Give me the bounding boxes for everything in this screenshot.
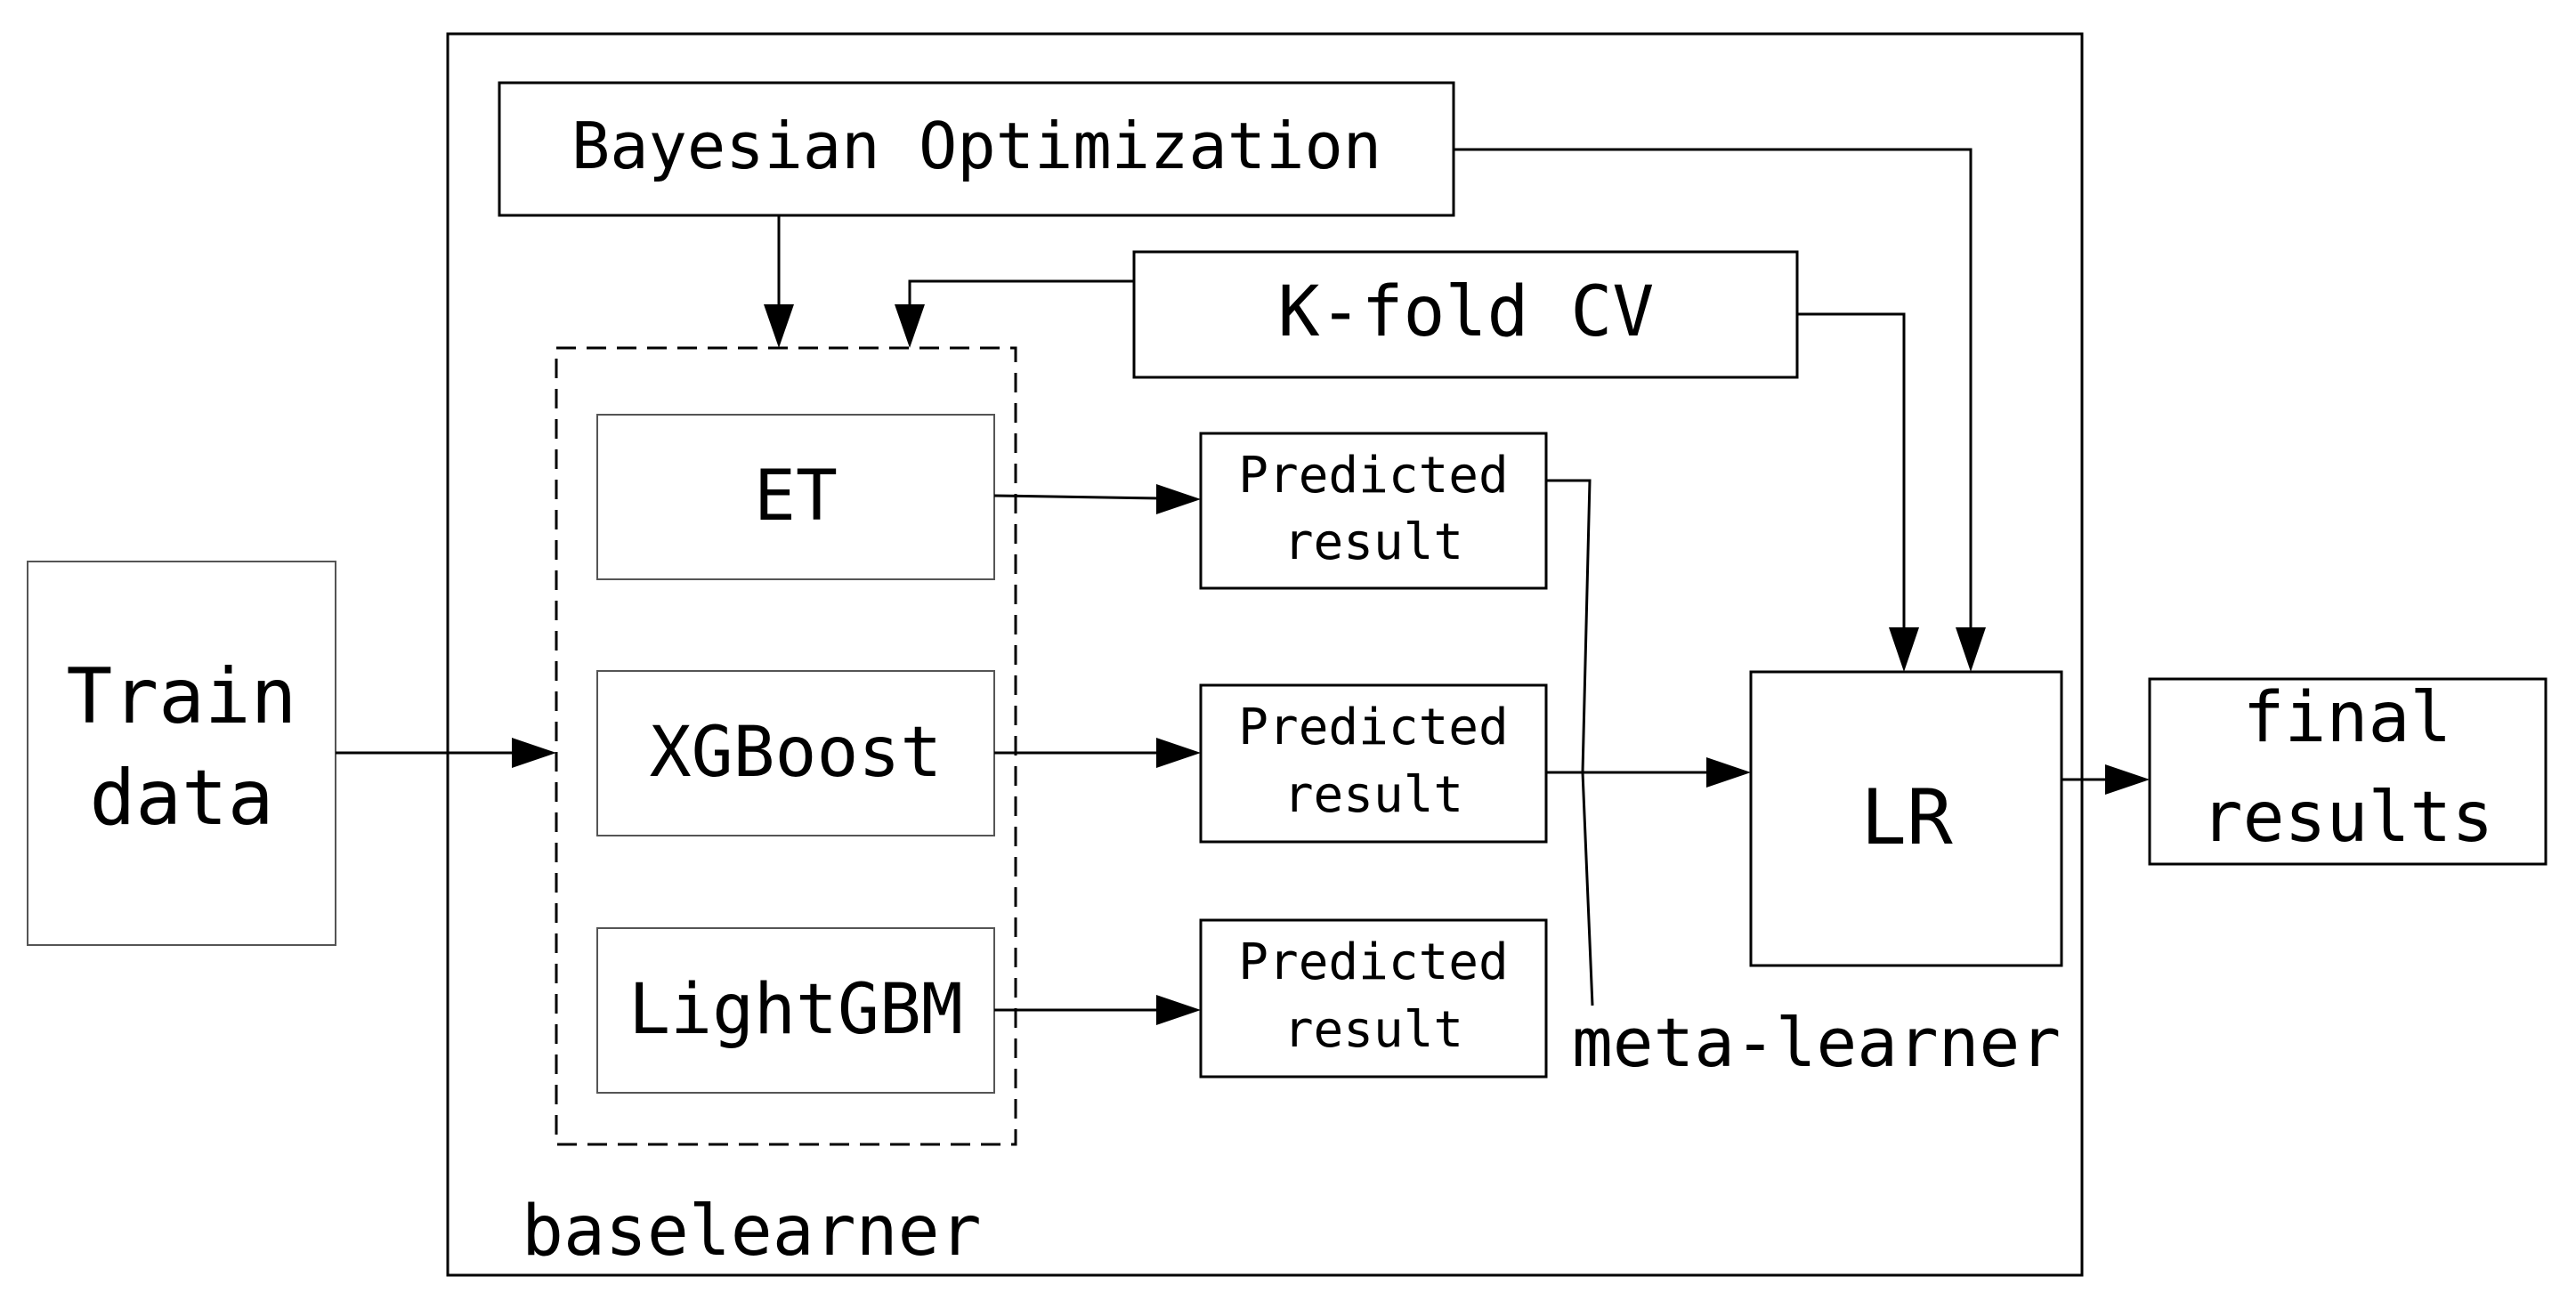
predicted-result-1-line1: Predicted [1238,447,1508,505]
train-data-box [27,561,336,946]
base-learner-label: baselearner [522,1192,982,1272]
xgboost-model-label: XGBoost [650,713,943,793]
train-data-label-line2: data [89,754,273,843]
arrow-bayes-to-lr [1454,148,1973,632]
arrow-kfold-to-base [908,279,1134,309]
lightgbm-model-box [596,927,995,1094]
final-results-line1: final [2243,678,2452,758]
arrowhead-xgb-to-pred2 [1156,738,1201,768]
final-results-line2: results [2201,778,2494,858]
arrowhead-et-to-pred1 [1156,484,1201,514]
predicted-result-3-line2: result [1284,1001,1463,1059]
predicted-result-box-2 [1199,683,1548,844]
predicted-result-box-1 [1199,432,1548,590]
predicted-result-2-line2: result [1284,766,1463,824]
outer-frame [446,32,2084,1277]
arrow-kfold-to-lr [1797,312,1906,632]
arrowhead-train-to-base [512,738,556,768]
train-data-label-line1: Train [67,652,297,741]
predicted-result-box-3 [1199,918,1548,1079]
bayesian-optimization-box [498,81,1455,217]
arrow-et-to-pred1 [993,494,1162,500]
predicted-result-1-line2: result [1284,513,1463,571]
predicted-result-3-line1: Predicted [1238,933,1508,991]
et-model-box [596,414,995,580]
arrowhead-lr-to-final [2105,764,2150,795]
arrowhead-kfold-to-lr [1889,627,1919,672]
kfold-cv-label: K-fold CV [1278,272,1655,352]
final-results-box [2148,677,2548,866]
arrowhead-bayes-to-base [764,304,794,348]
arrowhead-lgbm-to-pred3 [1156,995,1201,1025]
et-model-label: ET [754,457,838,537]
lr-meta-model-label: LR [1860,773,1953,862]
arrowhead-merge-to-lr [1706,757,1751,788]
bayesian-optimization-label: Bayesian Optimization [571,109,1381,183]
predicted-result-2-line1: Predicted [1238,699,1508,756]
base-learner-group [555,346,1017,1146]
meta-learner-label: meta-learner [1572,1003,2061,1082]
lr-meta-model-box [1749,670,2063,967]
arrowhead-bayes-to-lr [1956,627,1986,672]
xgboost-model-box [596,670,995,836]
arrowhead-kfold-to-base [895,304,925,348]
merge-line-predictions [1546,479,1594,1006]
lightgbm-model-label: LightGBM [628,970,963,1050]
